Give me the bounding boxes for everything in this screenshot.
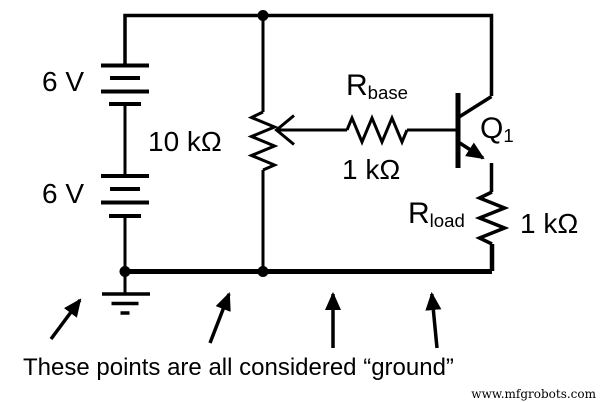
transistor-q1-symbol <box>455 93 494 192</box>
rload-value-label: 1 kΩ <box>520 208 579 239</box>
resistor-rload-symbol <box>474 190 510 271</box>
transistor-subscript-text: 1 <box>503 125 514 147</box>
junction-dots <box>119 10 269 277</box>
rbase-subscript-text: base <box>367 82 408 104</box>
transistor-emitter <box>458 141 485 160</box>
potentiometer-value-label: 10 kΩ <box>148 126 222 157</box>
wiper-chevron <box>274 114 295 146</box>
rload-subscript-text: load <box>429 210 465 232</box>
pot-zigzag <box>247 110 279 172</box>
resistor-rbase-symbol <box>345 114 456 146</box>
transistor-name-label: Q1 <box>480 112 514 147</box>
transistor-collector <box>458 95 493 119</box>
rbase-value-label: 1 kΩ <box>342 154 401 185</box>
ground-pointer-arrows <box>49 291 442 349</box>
potentiometer-symbol <box>247 15 347 271</box>
battery-top-symbol <box>101 63 149 106</box>
ground-arrow-2 <box>208 292 231 344</box>
junction-dot <box>257 10 269 21</box>
battery-bottom-voltage-label: 6 V <box>42 178 85 209</box>
junction-dot <box>257 266 269 277</box>
rbase-symbol-text: R <box>346 69 368 102</box>
watermark: www.mfgrobots.com <box>471 387 596 401</box>
transistor-symbol-text: Q <box>480 112 504 145</box>
wire-top-rail <box>123 13 494 96</box>
rload-name-label: Rload <box>408 197 465 232</box>
rload-zigzag <box>474 190 510 246</box>
rbase-zigzag <box>345 114 409 146</box>
rload-symbol-text: R <box>408 197 430 230</box>
ground-arrow-4 <box>425 291 442 349</box>
ground-caption: These points are all considered “ground” <box>23 354 454 381</box>
rbase-name-label: Rbase <box>346 69 408 104</box>
junction-dot <box>119 266 131 277</box>
ground-icon <box>102 272 150 315</box>
wiper-arrow-icon <box>274 114 347 146</box>
battery-bottom-symbol <box>101 174 149 218</box>
ground-arrow-1 <box>49 298 82 341</box>
battery-top-voltage-label: 6 V <box>42 66 85 97</box>
